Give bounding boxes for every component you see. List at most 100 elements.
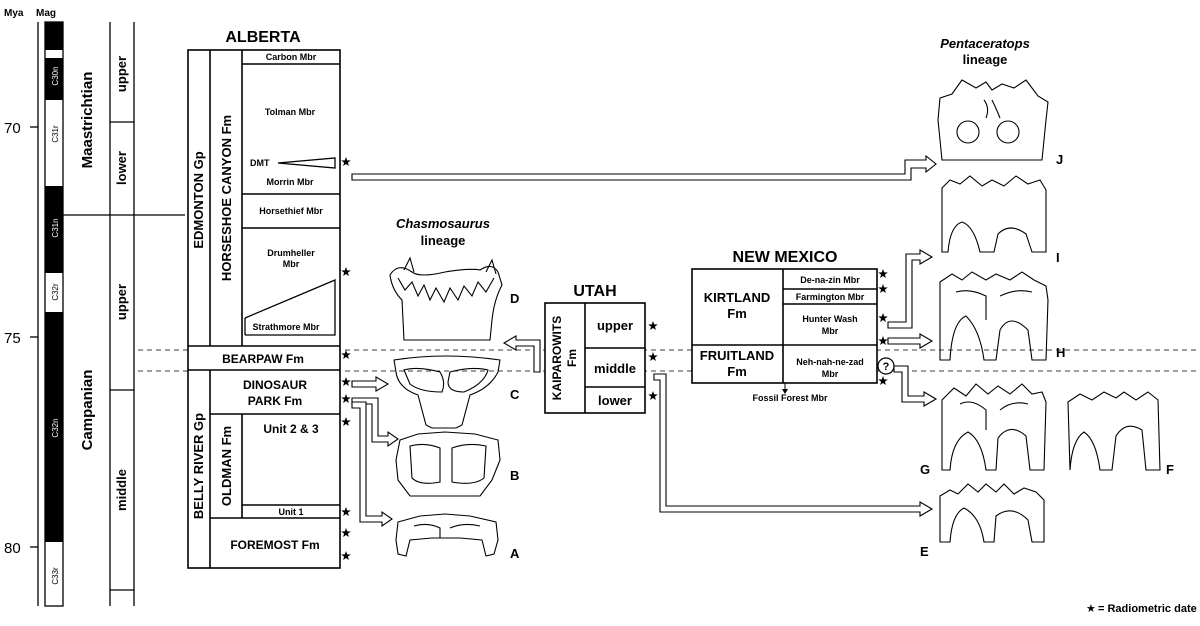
frill-i: [941, 175, 1047, 253]
substage-upper-maas: upper: [114, 56, 129, 92]
unit-1: Unit 1: [278, 507, 303, 517]
foremost-formation: FOREMOST Fm: [230, 538, 319, 552]
penta-label-g: G: [920, 462, 930, 477]
legend: ★ = Radiometric date: [1086, 603, 1197, 615]
nehnah-line2: Mbr: [822, 369, 839, 379]
star-dp-2: [341, 394, 351, 403]
penta-label-f: F: [1166, 462, 1174, 477]
belly-river-group-label: BELLY RIVER Gp: [191, 413, 206, 519]
arrow-kirtland-to-i: [887, 249, 934, 329]
frill-a: [395, 513, 499, 557]
carbon-member: Carbon Mbr: [266, 52, 317, 62]
kaiparowits-line2: Fm: [565, 349, 579, 367]
kirtland-line2: Fm: [727, 306, 747, 321]
morrin-member: Morrin Mbr: [267, 177, 314, 187]
strathmore-member: Strathmore Mbr: [252, 322, 320, 332]
kaiparowits-lower: lower: [598, 393, 632, 408]
star-oldman: [341, 417, 351, 426]
chasmo-label-b: B: [510, 468, 519, 483]
kaiparowits-line1: KAIPAROWITS: [550, 316, 564, 400]
chasmosaurus-subtitle: lineage: [421, 233, 466, 248]
star-drumheller: [341, 267, 351, 276]
chasmo-label-d: D: [510, 291, 519, 306]
chasmo-label-c: C: [510, 387, 520, 402]
star-dp-1: [341, 377, 351, 386]
unit-2-3: Unit 2 & 3: [263, 422, 319, 436]
kaiparowits-middle: middle: [594, 361, 636, 376]
chron-c32r: C32r: [51, 283, 60, 301]
frill-b: [395, 431, 501, 497]
chasmosaurus-title: Chasmosaurus: [396, 216, 490, 231]
horseshoe-canyon-label: HORSESHOE CANYON Fm: [219, 115, 234, 281]
arrow-kaiparowits-to-d: [502, 335, 541, 373]
substage-lower-maas: lower: [114, 151, 129, 185]
tick-70: 70: [4, 120, 21, 137]
chron-c31n: C31n: [51, 218, 60, 237]
substage-upper-camp: upper: [114, 284, 129, 320]
stage-maastrichtian: Maastrichtian: [79, 72, 96, 169]
tick-80: 80: [4, 540, 21, 557]
hunter-wash-line1: Hunter Wash: [802, 314, 857, 324]
bearpaw-formation: BEARPAW Fm: [222, 352, 304, 366]
arrow-dp-to-a: [351, 401, 393, 528]
alberta-column: ALBERTA EDMONTON Gp HORSESHOE CANYON Fm …: [187, 29, 351, 569]
arrow-dp-to-c: [351, 376, 390, 392]
arrow-dp-to-b: [351, 397, 399, 448]
chron-c32n: C32n: [51, 418, 60, 437]
drumheller-member-line1: Drumheller: [267, 248, 315, 258]
arrow-kaiparowits-to-e: [653, 373, 934, 517]
pentaceratops-title: Pentaceratops: [940, 36, 1030, 51]
chasmosaurus-lineage: Chasmosaurus lineage D C B A: [389, 216, 520, 561]
tolman-member: Tolman Mbr: [265, 107, 316, 117]
star-foremost-2: [341, 551, 351, 560]
penta-label-i: I: [1056, 250, 1060, 265]
edmonton-group-label: EDMONTON Gp: [191, 151, 206, 248]
legend-star: ★: [1086, 603, 1096, 615]
utah-column: UTAH KAIPAROWITS Fm upper middle lower: [544, 283, 658, 414]
nehnah-line1: Neh-nah-ne-zad: [796, 357, 864, 367]
penta-label-h: H: [1056, 345, 1065, 360]
pentaceratops-subtitle: lineage: [963, 52, 1008, 67]
frill-c: [393, 355, 501, 429]
fruitland-line2: Fm: [727, 364, 747, 379]
kirtland-line1: KIRTLAND: [704, 290, 770, 305]
dmt-label: DMT: [250, 158, 270, 168]
frill-f: [1067, 391, 1161, 471]
pentaceratops-lineage: Pentaceratops lineage J I H G F E: [920, 36, 1174, 559]
legend-text: = Radiometric date: [1098, 603, 1197, 615]
hunter-wash-line2: Mbr: [822, 326, 839, 336]
frill-d: [389, 265, 503, 341]
penta-label-j: J: [1056, 152, 1063, 167]
chron-c31r: C31r: [51, 125, 60, 143]
question-mark: ?: [883, 361, 890, 373]
dinosaur-park-line1: DINOSAUR: [243, 378, 307, 392]
tick-75: 75: [4, 330, 21, 347]
frill-h: [939, 271, 1049, 361]
star-dmt: [341, 157, 351, 166]
utah-title: UTAH: [573, 283, 616, 300]
mag-header: Mag: [36, 8, 56, 19]
fruitland-line1: FRUITLAND: [700, 348, 774, 363]
arrow-kirtland-to-h: [887, 333, 934, 349]
arrow-dmt-to-j: [351, 154, 937, 181]
drumheller-member-line2: Mbr: [283, 259, 300, 269]
arrow-fruitland-to-g: [893, 365, 938, 407]
farmington-member: Farmington Mbr: [796, 292, 865, 302]
stage-campanian: Campanian: [79, 370, 96, 451]
frill-j: [937, 79, 1049, 161]
chasmo-label-a: A: [510, 546, 520, 561]
lineage-arrows: [351, 154, 938, 528]
dinosaur-park-line2: PARK Fm: [248, 394, 302, 408]
oldman-formation-label: OLDMAN Fm: [219, 426, 234, 506]
timescale: Mya Mag 70 75 80 C30n C31r C31n C32r C32…: [4, 8, 185, 607]
frill-e: [939, 483, 1045, 543]
star-unit1: [341, 507, 351, 516]
chron-c33r: C33r: [51, 567, 60, 585]
alberta-title: ALBERTA: [225, 29, 301, 46]
new-mexico-column: NEW MEXICO KIRTLAND Fm FRUITLAND Fm De-n…: [691, 249, 895, 403]
star-foremost-1: [341, 528, 351, 537]
frill-d-epoccipitals: [397, 277, 495, 304]
fossil-forest-member: Fossil Forest Mbr: [752, 393, 828, 403]
